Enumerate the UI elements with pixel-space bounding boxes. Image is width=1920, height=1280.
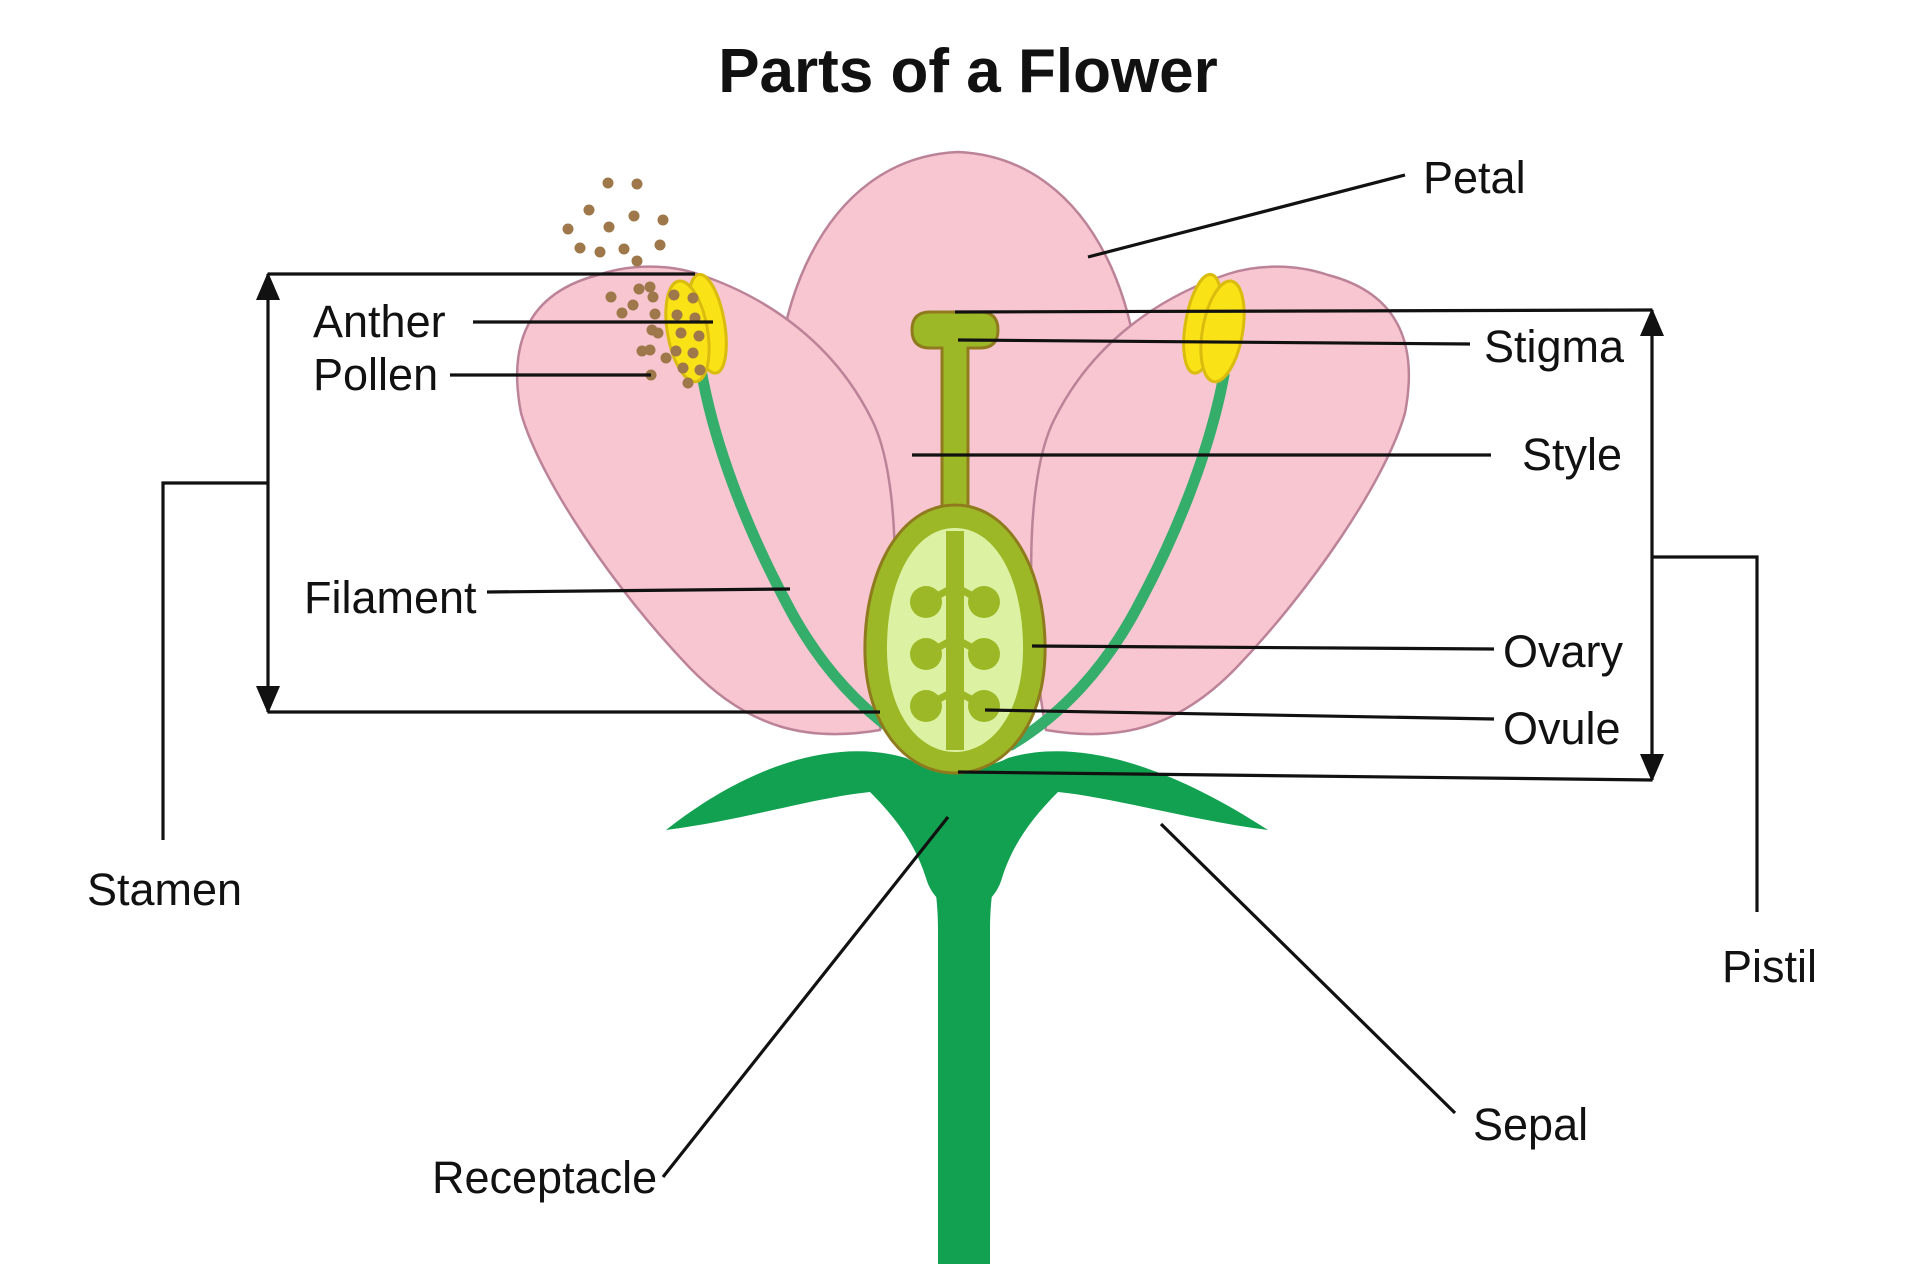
pollen-dot bbox=[644, 281, 656, 293]
pollen-dot bbox=[628, 210, 640, 222]
pistil-bracket bbox=[954, 308, 1759, 912]
pollen-dot bbox=[654, 239, 666, 251]
arrow-down-icon bbox=[256, 686, 280, 714]
pollen-dot bbox=[574, 242, 586, 254]
pollen-dot bbox=[631, 255, 643, 267]
ovule-circle bbox=[968, 586, 1000, 618]
label-pollen: Pollen bbox=[313, 349, 438, 400]
ovule-circle bbox=[910, 586, 942, 618]
pollen-dot bbox=[636, 345, 648, 357]
pollen-dot bbox=[687, 292, 699, 304]
pistil-connector-line bbox=[1652, 555, 1759, 912]
label-receptacle: Receptacle bbox=[432, 1152, 657, 1203]
pollen-dot bbox=[670, 345, 682, 357]
pollen-dot bbox=[618, 243, 630, 255]
pollen-dot bbox=[660, 352, 672, 364]
pollen-dot bbox=[605, 291, 617, 303]
label-ovule: Ovule bbox=[1503, 703, 1621, 754]
label-ovary: Ovary bbox=[1503, 626, 1624, 677]
ovule-circle bbox=[968, 690, 1000, 722]
pollen-dot bbox=[616, 307, 628, 319]
pollen-dot bbox=[562, 223, 574, 235]
pollen-scatter-dots bbox=[562, 177, 672, 381]
label-petal: Petal bbox=[1423, 152, 1526, 203]
pollen-dot bbox=[657, 214, 669, 226]
anther-right bbox=[1182, 272, 1246, 384]
pollen-dot bbox=[633, 283, 645, 295]
pollen-dot bbox=[602, 177, 614, 189]
sepal bbox=[666, 751, 1268, 910]
pollen-dot bbox=[668, 289, 680, 301]
pollen-dot bbox=[647, 291, 659, 303]
filament-leader-line bbox=[486, 587, 791, 594]
pollen-dot bbox=[603, 221, 615, 233]
ovule-circle bbox=[910, 690, 942, 722]
ovules bbox=[910, 586, 1000, 722]
pollen-dot bbox=[671, 309, 683, 321]
label-anther: Anther bbox=[313, 296, 446, 347]
ovule-leader-line bbox=[984, 708, 1495, 721]
page-title: Parts of a Flower bbox=[718, 37, 1218, 106]
pollen-dot bbox=[675, 327, 687, 339]
pollen-dots-on-anther bbox=[668, 289, 706, 389]
label-stigma: Stigma bbox=[1484, 321, 1625, 372]
stamen-bracket bbox=[161, 272, 880, 840]
pollen-dot bbox=[583, 204, 595, 216]
stigma-leader-line bbox=[957, 338, 1471, 346]
pollen-dot bbox=[694, 364, 706, 376]
receptacle-leader-line bbox=[661, 816, 950, 1178]
label-pistil: Pistil bbox=[1722, 941, 1817, 992]
ovule-circle bbox=[910, 638, 942, 670]
pollen-dot bbox=[649, 308, 661, 320]
stem bbox=[908, 800, 1020, 1264]
pollen-dot bbox=[627, 299, 639, 311]
pollen-dot bbox=[693, 330, 705, 342]
label-filament: Filament bbox=[304, 572, 477, 623]
arrow-up-icon bbox=[256, 272, 280, 300]
pollen-dot bbox=[687, 347, 699, 359]
pollen-dot bbox=[644, 344, 656, 356]
label-sepal: Sepal bbox=[1473, 1099, 1588, 1150]
pollen-dot bbox=[682, 377, 694, 389]
stamen-connector-line bbox=[161, 481, 268, 840]
arrow-down-icon bbox=[1640, 754, 1664, 782]
label-style: Style bbox=[1522, 429, 1622, 480]
pollen-dot bbox=[594, 246, 606, 258]
sepal-leader-line bbox=[1159, 822, 1457, 1115]
petal-leader-line bbox=[1087, 173, 1406, 259]
pollen-dot bbox=[652, 327, 664, 339]
arrow-up-icon bbox=[1640, 308, 1664, 336]
pollen-dot bbox=[677, 362, 689, 374]
pollen-dot bbox=[631, 178, 643, 190]
ovary-leader-line bbox=[1031, 644, 1495, 651]
ovule-circle bbox=[968, 638, 1000, 670]
label-stamen: Stamen bbox=[87, 864, 242, 915]
